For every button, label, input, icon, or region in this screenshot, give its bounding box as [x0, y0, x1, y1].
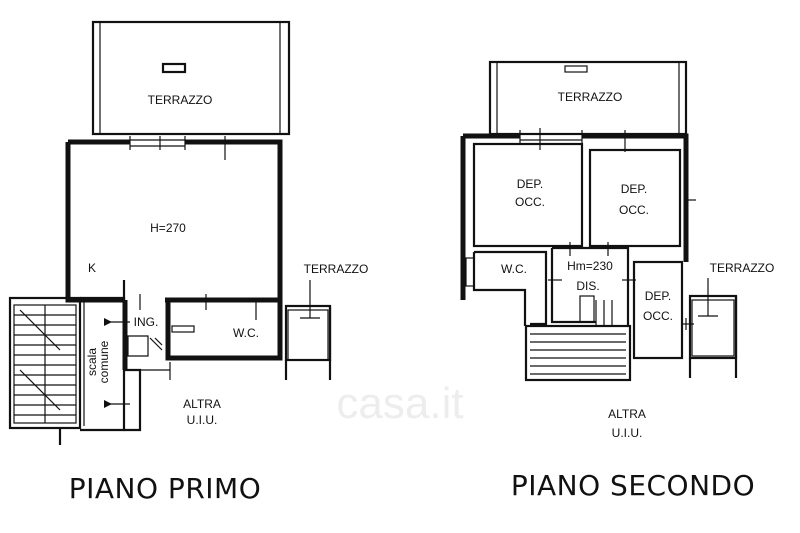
dep-occ-room-3	[632, 260, 684, 360]
stair-treads-2	[524, 300, 632, 382]
label-uiu-2: U.I.U.	[612, 426, 643, 440]
label-dep1-b: OCC.	[515, 195, 545, 209]
label-dep2-b: OCC.	[619, 203, 649, 217]
label-terrazzo-top-2: TERRAZZO	[558, 90, 623, 104]
label-wc: W.C.	[233, 326, 259, 340]
terrace-side-outline	[284, 304, 332, 362]
dep-occ-room-1	[472, 142, 584, 248]
label-altra: ALTRA	[183, 397, 221, 411]
label-stair-line1: scala	[85, 348, 99, 376]
label-dep2-a: DEP.	[621, 182, 647, 196]
label-height: H=270	[150, 221, 186, 235]
wc-dis-walls	[472, 246, 630, 326]
label-hm: Hm=230	[567, 259, 613, 273]
label-dep3-b: OCC.	[643, 309, 673, 323]
label-stair-line2: comune	[97, 340, 111, 383]
label-terrazzo-top: TERRAZZO	[148, 93, 213, 107]
label-entry: ING.	[134, 315, 159, 329]
common-stair-outline	[8, 296, 82, 430]
main-apartment-walls	[65, 139, 283, 303]
watermark-text: casa.it	[336, 379, 463, 428]
label-altra-2: ALTRA	[608, 407, 646, 421]
dep-occ-room-2	[588, 148, 682, 248]
label-terrazzo-side: TERRAZZO	[304, 262, 369, 276]
arrow-icon	[104, 400, 112, 408]
terrace-side-outline-2	[688, 294, 738, 360]
label-uiu: U.I.U.	[187, 413, 218, 427]
label-dis: DIS.	[576, 279, 599, 293]
stair-treads	[14, 305, 76, 423]
second-floor-walls	[460, 133, 689, 300]
title-piano-primo: PIANO PRIMO	[69, 472, 261, 505]
terrace-top-outline	[91, 20, 291, 136]
terrace-planter	[161, 62, 187, 74]
arrow-icon	[104, 318, 112, 326]
plan-piano-secondo: TERRAZZO DEP. OCC. DEP. OCC. W.C. Hm=230…	[460, 60, 775, 440]
label-dep3-a: DEP.	[645, 289, 671, 303]
plan-piano-primo: TERRAZZO H=270 K ING. W.C. TERRAZZO scal…	[8, 20, 369, 445]
label-dep1-a: DEP.	[517, 177, 543, 191]
title-piano-secondo: PIANO SECONDO	[511, 469, 755, 502]
label-wc-2: W.C.	[501, 262, 527, 276]
label-terrazzo-side-2: TERRAZZO	[710, 261, 775, 275]
label-kitchen: K	[88, 261, 96, 275]
